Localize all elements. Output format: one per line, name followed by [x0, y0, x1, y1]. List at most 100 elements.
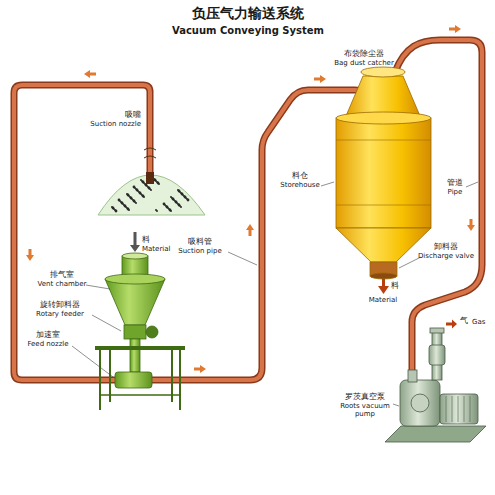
- material-dot: [170, 196, 172, 198]
- storehouse-seams: [336, 140, 431, 205]
- rotary-valve: [124, 325, 146, 339]
- part-name: 管道: [447, 178, 463, 187]
- leader-line: [321, 182, 334, 186]
- part-name: Material: [369, 296, 397, 304]
- part-name: 料仓: [292, 171, 308, 180]
- motor-fins: [446, 396, 470, 422]
- leader-line: [72, 346, 113, 377]
- part-name: Discharge valve: [418, 252, 474, 260]
- inlet-flange: [408, 370, 417, 382]
- material-dot: [163, 203, 166, 206]
- part-name: Roots vacuum pump: [337, 402, 393, 418]
- suction-pipe-fill: [150, 90, 368, 380]
- material-dot: [134, 187, 136, 189]
- leader-line: [399, 257, 421, 268]
- bag-dust-catcher: [346, 76, 420, 116]
- material-dot: [137, 190, 139, 192]
- suction-nozzle: [146, 172, 154, 184]
- material-dot: [145, 184, 148, 187]
- material-out-arrow: [378, 279, 389, 294]
- part-name: Rotary feeder: [36, 310, 84, 318]
- material-dot: [182, 194, 184, 196]
- leader-line: [466, 182, 478, 187]
- flow-arrows: [26, 25, 475, 373]
- material-dot: [179, 191, 181, 193]
- diagram-title: 负压气力输送系统: [192, 5, 304, 21]
- material-dot: [150, 189, 152, 191]
- flow-arrow: [467, 219, 475, 231]
- material-dot: [128, 195, 130, 197]
- part-name: Feed nozzle: [27, 340, 68, 348]
- silencer: [429, 345, 445, 365]
- leader-line: [86, 285, 110, 289]
- material-dot: [172, 198, 175, 201]
- material-dot: [115, 210, 118, 213]
- material-dot: [143, 196, 145, 198]
- material-dot: [125, 206, 127, 208]
- feed-nozzle-body: [115, 372, 152, 388]
- part-name: 加速室: [36, 330, 60, 339]
- material-dot: [169, 209, 172, 212]
- material-dot: [173, 199, 175, 201]
- flow-arrow: [26, 249, 34, 261]
- pump-base: [385, 426, 486, 442]
- leader-line: [92, 315, 121, 331]
- vent-chamber: [105, 279, 165, 325]
- vent-top: [105, 274, 165, 284]
- material-dot: [133, 200, 136, 203]
- part-name: 气: [460, 316, 468, 325]
- part-name: Material: [142, 245, 170, 253]
- part-name: Storehouse: [280, 181, 320, 189]
- part-name: 布袋除尘器: [344, 49, 384, 58]
- suction-pipe: [150, 90, 368, 380]
- part-name: Gas: [472, 318, 485, 326]
- material-dot: [119, 200, 121, 202]
- material-dot: [121, 202, 124, 205]
- material-dot: [127, 194, 130, 197]
- material-dot: [155, 209, 157, 211]
- storehouse-cone: [336, 228, 431, 262]
- material-dot: [122, 203, 124, 205]
- part-name: Pipe: [448, 188, 463, 196]
- roots-vacuum-pump: [385, 328, 486, 442]
- part-name: 排气室: [50, 270, 74, 279]
- material-dot: [178, 190, 181, 193]
- leader-line: [393, 404, 399, 406]
- material-dot: [167, 207, 169, 209]
- part-name: Vent chamber: [38, 280, 87, 288]
- subtitle: Vacuum Conveying System: [172, 25, 324, 37]
- material-dot: [118, 199, 121, 202]
- outlet-cap: [430, 328, 444, 333]
- material-dot: [164, 204, 166, 206]
- material-dot: [179, 205, 181, 207]
- material-dot: [142, 181, 145, 184]
- blower-cover: [411, 394, 429, 412]
- material-dot: [139, 192, 142, 195]
- suction-line-fill: [14, 85, 150, 380]
- material-dot: [135, 202, 137, 204]
- part-name: 吸料管: [188, 237, 212, 246]
- flow-arrow: [314, 75, 326, 83]
- material-dot: [112, 207, 115, 210]
- part-name: 罗茨真空泵: [345, 392, 385, 401]
- material-dot: [166, 206, 169, 209]
- material-dot: [143, 182, 145, 184]
- storehouse-body: [336, 118, 431, 228]
- material-dot: [180, 206, 182, 208]
- material-dot: [154, 179, 157, 182]
- feeder-neck: [130, 339, 140, 372]
- table-legs: [100, 348, 180, 410]
- part-name: 料: [142, 235, 150, 244]
- gas-arrow: [446, 320, 457, 329]
- material-dot: [133, 186, 136, 189]
- material-dot: [131, 198, 133, 200]
- material-dot: [181, 193, 184, 196]
- material-dot: [146, 185, 148, 187]
- material-dot: [113, 208, 115, 210]
- part-name: Bag dust catcher: [334, 59, 394, 67]
- feeder-table: [95, 348, 185, 410]
- material-dot: [170, 210, 172, 212]
- material-dot: [134, 201, 136, 203]
- catcher-lid: [361, 67, 405, 77]
